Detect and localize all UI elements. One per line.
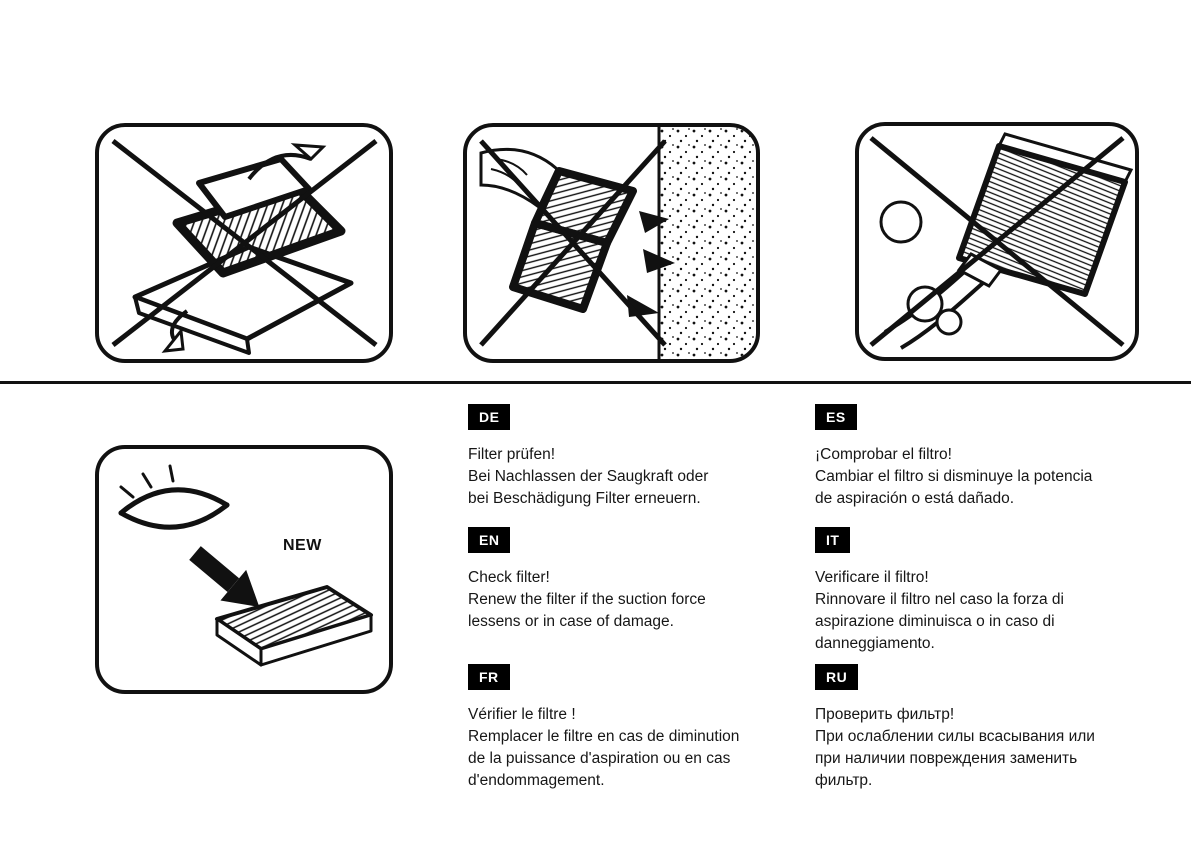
- lang-badge-fr: FR: [468, 664, 510, 690]
- figure-no-shake-filter: [95, 123, 393, 363]
- arrow-icon: [189, 546, 260, 607]
- hand-icon: [935, 308, 963, 336]
- lang-text-it: Verificare il filtro! Rinnovare il filtr…: [815, 569, 1064, 652]
- figure-no-knock-filter: [463, 123, 760, 363]
- instruction-fr: FR Vérifier le filtre ! Remplacer le fil…: [468, 664, 813, 792]
- lang-badge-de: DE: [468, 404, 511, 430]
- lang-badge-en: EN: [468, 527, 511, 553]
- lang-text-de: Filter prüfen! Bei Nachlassen der Saugkr…: [468, 446, 709, 507]
- impact-mark: [639, 211, 669, 233]
- cross-icon: [111, 139, 378, 347]
- lang-text-ru: Проверить фильтр! При ослаблении силы вс…: [815, 706, 1095, 789]
- lang-text-fr: Vérifier le filtre ! Remplacer le filtre…: [468, 706, 740, 789]
- tray-front-edge: [133, 295, 251, 355]
- open-arrow-top-head: [290, 143, 327, 162]
- instruction-es: ES ¡Comprobar el filtro! Cambiar el filt…: [815, 404, 1160, 510]
- no-shake-filter-illustration: [111, 139, 378, 355]
- lang-badge-ru: RU: [815, 664, 859, 690]
- filter-lower-half: [509, 219, 611, 313]
- impact-mark: [643, 249, 675, 273]
- no-vacuum-filter-illustration: [869, 132, 1134, 350]
- filter-lid: [196, 156, 312, 220]
- eye-lashes: [119, 464, 175, 499]
- check-filter-illustration: [118, 464, 373, 667]
- head-icon: [879, 200, 923, 244]
- figure-check-filter: NEW: [95, 445, 393, 694]
- instruction-de: DE Filter prüfen! Bei Nachlassen der Sau…: [468, 404, 813, 510]
- figure-no-vacuum-filter: [855, 122, 1139, 361]
- lang-text-en: Check filter! Renew the filter if the su…: [468, 569, 706, 630]
- no-knock-filter-illustration: [479, 127, 756, 359]
- lang-text-es: ¡Comprobar el filtro! Cambiar el filtro …: [815, 446, 1093, 507]
- eye-icon: [118, 502, 230, 530]
- new-filter-front: [259, 613, 373, 667]
- instruction-en: EN Check filter! Renew the filter if the…: [468, 527, 813, 633]
- open-arrow-top-icon: [247, 153, 312, 181]
- cross-icon: [479, 139, 667, 347]
- open-arrow-bottom-head: [161, 327, 185, 353]
- lang-badge-it: IT: [815, 527, 851, 553]
- new-label: NEW: [283, 537, 322, 554]
- section-divider: [0, 381, 1191, 384]
- cross-icon: [869, 136, 1125, 347]
- instruction-it: IT Verificare il filtro! Rinnovare il fi…: [815, 527, 1160, 655]
- lang-badge-es: ES: [815, 404, 857, 430]
- wall-texture: [659, 127, 756, 359]
- eye-icon: [118, 487, 230, 516]
- instruction-ru: RU Проверить фильтр! При ослаблении силы…: [815, 664, 1160, 792]
